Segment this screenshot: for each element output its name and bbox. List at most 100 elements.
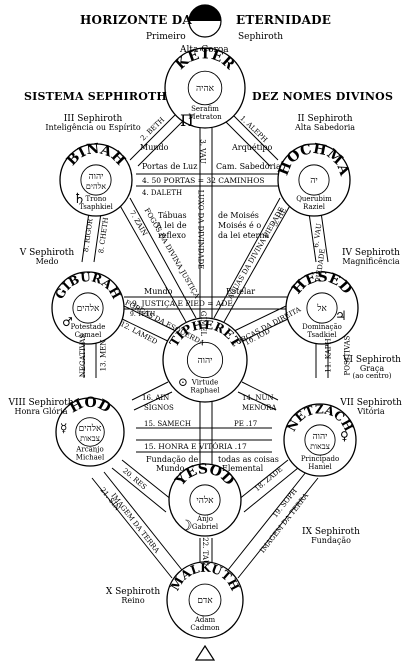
sephira-archangel: Gabriel (192, 523, 219, 531)
sephira-choir: Potestade (71, 323, 106, 331)
sephira-name: HOD (67, 395, 114, 417)
text-moises1: de Moisés (218, 211, 259, 220)
text-moises3: da lei eterna (218, 231, 270, 240)
text-moises2: Moisés é o (218, 221, 262, 230)
path-label-positivas: POSITIVAS (343, 335, 352, 376)
hebrew-name: אלהי (196, 495, 214, 506)
header-right: ETERNIDADE (236, 13, 332, 27)
sephira-choir: Querubim (296, 195, 332, 203)
path-label-tau: 22. TAU (200, 537, 209, 566)
venus-symbol-icon: ♀ (340, 429, 349, 443)
hebrew-name: יהוה (197, 356, 212, 366)
hebrew-name: אלהים (79, 423, 102, 434)
band-justica (124, 296, 290, 310)
sephira-choir: Adam (194, 616, 216, 624)
mercury-symbol-icon: ☿ (60, 421, 67, 435)
sephira-archangel: Cadmon (190, 624, 220, 632)
hebrew-name-2: צבאות (310, 442, 330, 451)
sephira-archangel: Tsadkiel (307, 331, 337, 339)
header-top-label: Alta Coroa (180, 45, 229, 55)
path-label-kaph: 11. KAPH (324, 338, 333, 373)
sephira-choir: Virtude (191, 378, 218, 386)
path-hod-malkuth (91, 471, 183, 579)
hebrew-name: יה (310, 176, 318, 186)
sephira-archangel: Michael (76, 454, 105, 462)
path-hochma-tipheret (213, 197, 293, 323)
left-title: SISTEMA SEPHIROTH (24, 90, 167, 103)
path-label-vau3: 3. VAU (198, 139, 207, 164)
sephira-choir: Serafim (191, 105, 219, 113)
path-tipheret-yesod (199, 402, 213, 466)
text-daleth: 4. DALETH (142, 189, 183, 197)
sephira-choir: Arcanjo (75, 446, 103, 454)
text-nun: 14. NUN (242, 394, 274, 402)
text-honra: 15. HONRA E VITÓRIA .17 (144, 442, 247, 451)
header-left: HORIZONTE DA (80, 13, 192, 27)
hebrew-name: יהוה (88, 172, 103, 182)
path-label-gimel: GIMEL (199, 310, 208, 337)
sephira-choir: Anjo (196, 515, 213, 523)
sun-symbol-icon: ⊙ (178, 375, 188, 389)
right-title: DEZ NOMES DIVINOS (252, 90, 394, 103)
hebrew-name: אל (316, 303, 327, 314)
sephira-choir: Trono (86, 195, 107, 203)
text-todas1: todas as coisas (218, 455, 279, 464)
text-cam-sabedoria: Cam. Sabedoria (216, 162, 281, 171)
path-keter-hochma (219, 109, 279, 167)
header-sub-left: Primeiro (146, 32, 186, 42)
text-mundo2: Mundo (144, 287, 173, 296)
sephira-archangel: Tsaphkiel (79, 203, 114, 211)
saturn-symbol-icon: ♄ (73, 191, 86, 207)
text-todas2: Elemental (222, 464, 264, 473)
hebrew-name: אלהים (77, 303, 100, 314)
text-justica: 9. JUSTIÇA E PIED = ADE (132, 299, 233, 308)
sephira-archangel: Raziel (303, 203, 326, 211)
text-fundacao1: Fundação de (146, 455, 199, 464)
hebrew-name: יהוה (312, 432, 327, 442)
text-tabuas3: reflexo (158, 231, 186, 240)
header-sub-right: Sephiroth (238, 32, 284, 42)
stele-symbol-icon: Π (180, 111, 194, 130)
path-netzach-malkuth (227, 471, 319, 579)
text-estelar: Estelar (226, 287, 256, 296)
path-binah-tipheret (117, 197, 197, 323)
text-mundo1: Mundo (140, 143, 169, 152)
path-keter-binah (129, 109, 189, 167)
path-yesod-malkuth (199, 538, 213, 566)
text-arquetipo: Arquétipo (232, 143, 273, 152)
jupiter-symbol-icon: ♃ (335, 309, 347, 324)
path-label-men13: 13. MEN (99, 339, 108, 372)
text-samech: 15. SAMECH (144, 420, 191, 428)
path-label-luxo: LUXO DA DIVINDADE (196, 189, 205, 270)
path-netzach-yesod (237, 459, 299, 513)
triangle-icon (194, 644, 216, 661)
text-tabuas1: Tábuas (158, 211, 187, 220)
hebrew-name-2: צבאות (80, 434, 100, 443)
text-portas-luz: Portas de Luz (142, 162, 198, 171)
sephira-choir: Principado (301, 455, 339, 463)
text-signos: SIGNOS (144, 404, 174, 412)
text-menora: MENORA (242, 404, 277, 412)
hebrew-name: אהיה (196, 84, 215, 94)
path-tipheret-netzach (237, 381, 279, 411)
text-tabuas2: A lei de (156, 221, 187, 230)
